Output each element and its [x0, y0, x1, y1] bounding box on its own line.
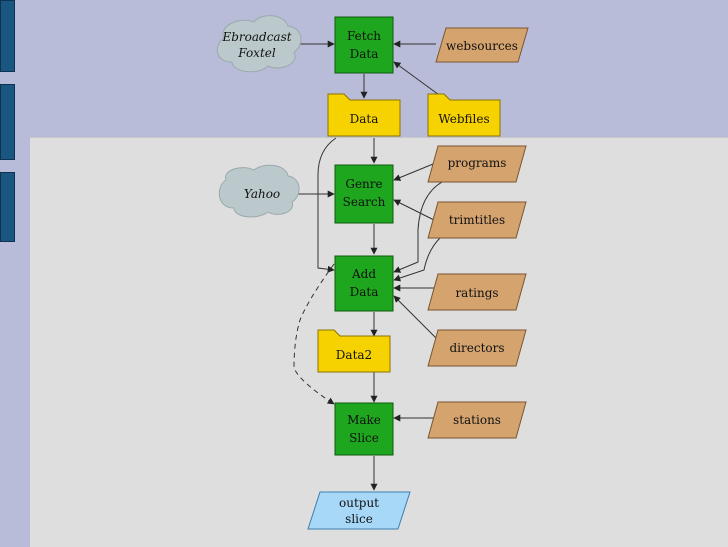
process-add-data[interactable]: Add Data	[334, 255, 394, 312]
output-line-1: output	[339, 496, 379, 510]
source-stations[interactable]: stations	[427, 401, 527, 439]
side-tab-1[interactable]	[0, 0, 15, 72]
process-genre-line-2: Search	[343, 195, 386, 209]
edge-directors-adddata	[393, 295, 437, 339]
process-genre-line-1: Genre	[345, 177, 382, 191]
edge-data-makeslice-dashed	[293, 263, 335, 405]
process-fetch-data[interactable]: Fetch Data	[334, 16, 394, 74]
process-makeslice-line-2: Slice	[349, 431, 379, 445]
process-fetch-line-1: Fetch	[347, 29, 381, 43]
edge-programs-adddata	[393, 181, 443, 273]
output-slice[interactable]: output slice	[307, 491, 411, 530]
source-ratings-label: ratings	[455, 286, 498, 300]
edge-trimtitles-genre	[393, 199, 435, 221]
store-data2-label: Data2	[336, 348, 372, 362]
source-directors[interactable]: directors	[427, 329, 527, 367]
edge-trimtitles-adddata	[393, 237, 441, 282]
store-data-label: Data	[350, 112, 379, 126]
side-tab-3[interactable]	[0, 172, 15, 242]
source-websources[interactable]: websources	[435, 27, 529, 63]
store-webfiles[interactable]: Webfiles	[427, 93, 501, 137]
process-makeslice-line-1: Make	[347, 413, 381, 427]
side-tab-2[interactable]	[0, 84, 15, 160]
cloud-ebroadcast-foxtel: Ebroadcast Foxtel	[216, 15, 302, 73]
cloud-yahoo-label: Yahoo	[244, 187, 280, 201]
source-websources-label: websources	[446, 39, 518, 53]
source-trimtitles[interactable]: trimtitles	[427, 201, 527, 239]
cloud-yahoo: Yahoo	[218, 164, 300, 218]
source-ratings[interactable]: ratings	[427, 273, 527, 311]
edge-data-adddata	[317, 137, 337, 273]
connectors	[293, 40, 447, 491]
output-line-2: slice	[345, 512, 373, 526]
store-data2[interactable]: Data2	[317, 329, 391, 373]
store-data[interactable]: Data	[327, 93, 401, 137]
process-fetch-line-2: Data	[350, 47, 379, 61]
cloud-ebroadcast-line-1: Ebroadcast	[221, 30, 291, 44]
source-directors-label: directors	[449, 341, 504, 355]
process-adddata-line-2: Data	[350, 285, 379, 299]
process-make-slice[interactable]: Make Slice	[334, 402, 394, 456]
source-programs[interactable]: programs	[427, 145, 527, 183]
store-webfiles-label: Webfiles	[438, 112, 489, 126]
source-programs-label: programs	[448, 156, 507, 170]
process-adddata-line-1: Add	[351, 267, 376, 281]
edge-programs-genre	[393, 161, 439, 181]
source-stations-label: stations	[453, 413, 501, 427]
process-genre-search[interactable]: Genre Search	[334, 164, 394, 224]
source-trimtitles-label: trimtitles	[449, 213, 505, 227]
cloud-ebroadcast-line-2: Foxtel	[237, 46, 276, 60]
